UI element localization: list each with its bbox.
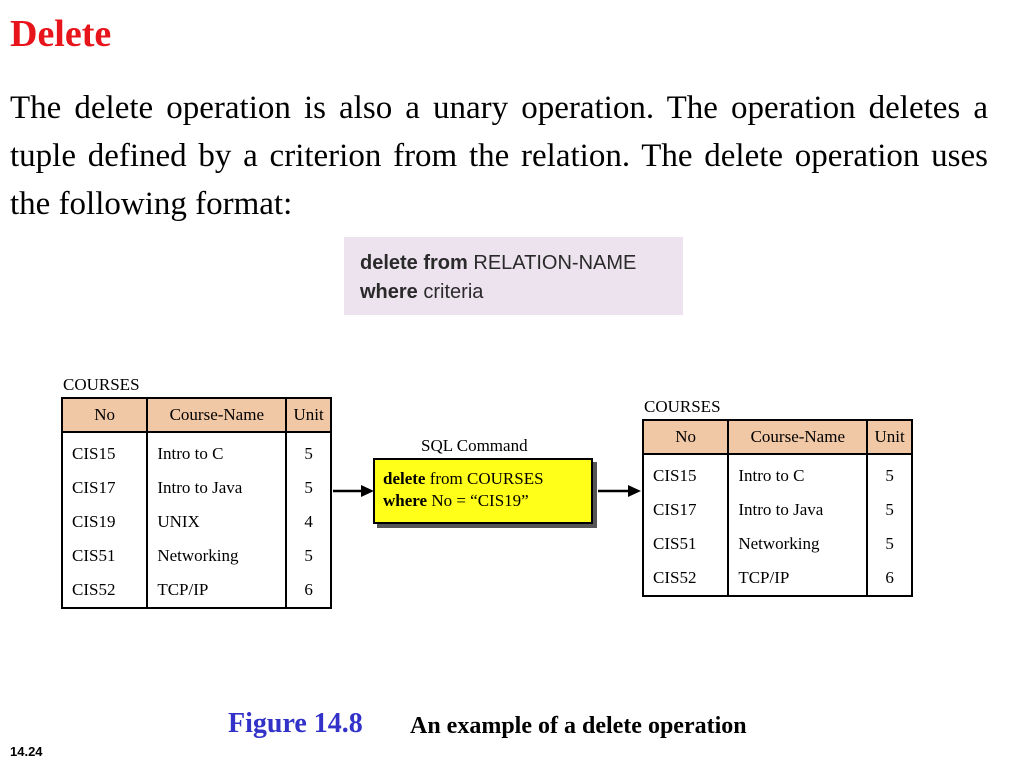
cell-no: CIS17 — [60, 471, 149, 505]
after-table-name: COURSES — [644, 397, 721, 416]
cell-course-name: Intro to Java — [146, 471, 288, 505]
syntax-line-1: delete from RELATION-NAME — [360, 249, 683, 278]
cell-no: CIS15 — [641, 454, 730, 493]
table-row: CIS17 Intro to Java 5 — [641, 493, 913, 527]
before-table-name: COURSES — [63, 375, 140, 394]
cell-unit: 5 — [866, 527, 913, 561]
syntax-format-box: delete from RELATION-NAME where criteria — [344, 237, 683, 315]
syntax-relation-name: RELATION-NAME — [473, 252, 637, 274]
syntax-criteria: criteria — [423, 281, 484, 303]
header-unit: Unit — [866, 419, 913, 455]
arrow-right-icon — [333, 485, 374, 497]
cell-no: CIS51 — [641, 527, 730, 561]
sql-keyword-delete: delete — [383, 469, 426, 488]
sql-line-1: delete from COURSES — [383, 468, 591, 490]
slide-title: Delete — [10, 13, 112, 55]
table-row: CIS15 Intro to C 5 — [60, 432, 332, 471]
cell-unit: 5 — [866, 454, 913, 493]
table-row: CIS52 TCP/IP 6 — [641, 561, 913, 596]
header-no: No — [60, 397, 149, 433]
after-courses-table: No Course-Name Unit CIS15 Intro to C 5 C… — [641, 419, 913, 597]
figure-number: Figure 14.8 — [228, 708, 363, 739]
header-no: No — [641, 419, 730, 455]
slide-page-number: 14.24 — [10, 744, 43, 759]
syntax-line-2: where criteria — [360, 278, 683, 307]
cell-course-name: TCP/IP — [727, 561, 869, 596]
cell-unit: 5 — [285, 471, 332, 505]
cell-course-name: TCP/IP — [146, 573, 288, 608]
table-row: CIS15 Intro to C 5 — [641, 454, 913, 493]
cell-course-name: Networking — [727, 527, 869, 561]
cell-course-name: UNIX — [146, 505, 288, 539]
cell-course-name: Intro to C — [727, 454, 869, 493]
cell-unit: 5 — [866, 493, 913, 527]
cell-no: CIS52 — [60, 573, 149, 608]
table-row: CIS51 Networking 5 — [641, 527, 913, 561]
sql-from-clause: from COURSES — [425, 469, 544, 488]
table-row: CIS19 UNIX 4 — [60, 505, 332, 539]
cell-no: CIS19 — [60, 505, 149, 539]
figure-caption: An example of a delete operation — [410, 713, 747, 739]
syntax-keyword-where: where — [360, 281, 418, 303]
header-course-name: Course-Name — [146, 397, 288, 433]
cell-no: CIS15 — [60, 432, 149, 471]
cell-no: CIS17 — [641, 493, 730, 527]
cell-course-name: Networking — [146, 539, 288, 573]
sql-where-clause: No = “CIS19” — [427, 491, 529, 510]
cell-no: CIS51 — [60, 539, 149, 573]
cell-no: CIS52 — [641, 561, 730, 596]
sql-command-caption: SQL Command — [421, 436, 528, 455]
table-row: CIS51 Networking 5 — [60, 539, 332, 573]
cell-course-name: Intro to Java — [727, 493, 869, 527]
cell-unit: 6 — [866, 561, 913, 596]
cell-unit: 5 — [285, 432, 332, 471]
header-course-name: Course-Name — [727, 419, 869, 455]
table-header-row: No Course-Name Unit — [641, 419, 913, 455]
cell-unit: 5 — [285, 539, 332, 573]
sql-keyword-where: where — [383, 491, 428, 510]
body-paragraph: The delete operation is also a unary ope… — [10, 90, 988, 222]
header-unit: Unit — [285, 397, 332, 433]
table-header-row: No Course-Name Unit — [60, 397, 332, 433]
cell-course-name: Intro to C — [146, 432, 288, 471]
before-courses-table: No Course-Name Unit CIS15 Intro to C 5 C… — [60, 397, 332, 609]
sql-line-2: where No = “CIS19” — [383, 490, 591, 512]
cell-unit: 6 — [285, 573, 332, 608]
cell-unit: 4 — [285, 505, 332, 539]
table-row: CIS52 TCP/IP 6 — [60, 573, 332, 608]
arrow-right-icon — [598, 485, 641, 497]
table-row: CIS17 Intro to Java 5 — [60, 471, 332, 505]
sql-command-box: delete from COURSES where No = “CIS19” — [373, 458, 593, 524]
syntax-keyword-delete-from: delete from — [360, 252, 468, 274]
